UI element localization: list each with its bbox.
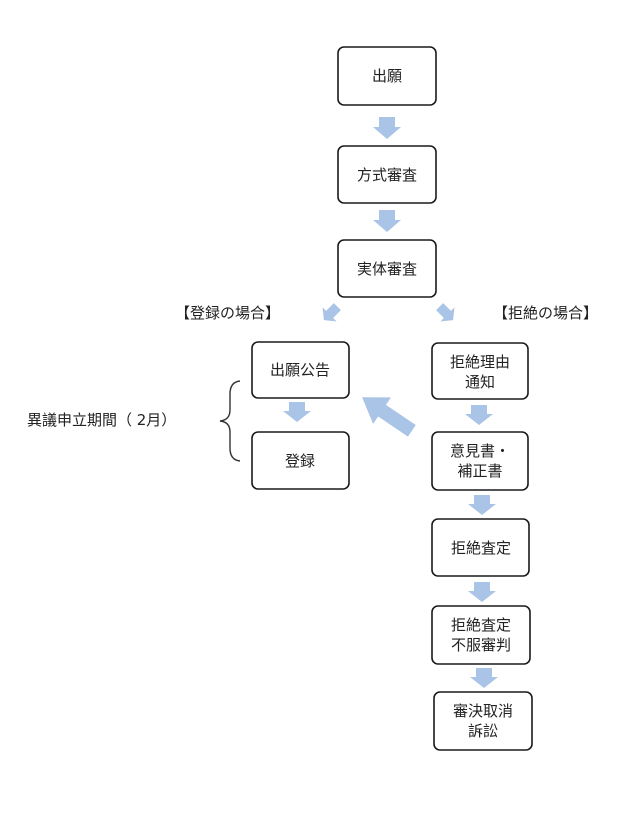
node-refusal-decision: 拒絶査定 — [431, 518, 530, 577]
arrow-down-icon — [468, 495, 496, 515]
label-refusal-case: 【拒絶の場合】 — [493, 304, 598, 322]
node-appeal: 拒絶査定 不服審判 — [431, 605, 531, 665]
node-formal-exam: 方式審査 — [337, 145, 437, 204]
node-registration-label: 登録 — [285, 452, 315, 470]
label-registration-case: 【登録の場合】 — [175, 304, 280, 322]
node-lawsuit: 審決取消 訴訟 — [433, 691, 533, 751]
node-appeal-line1: 拒絶査定 — [451, 616, 511, 634]
arrow-down-left-icon — [322, 303, 341, 322]
node-lawsuit-line1: 審決取消 — [453, 702, 513, 720]
arrow-down-icon — [373, 117, 401, 139]
arrow-down-icon — [283, 402, 311, 422]
node-refusal-decision-label: 拒絶査定 — [451, 539, 511, 557]
node-refusal-notice-line1: 拒絶理由 — [450, 353, 510, 371]
node-opinion-amendment-line1: 意見書・ — [450, 442, 510, 460]
curly-brace-icon — [219, 380, 241, 462]
arrow-down-icon — [468, 582, 496, 602]
node-substantive-exam: 実体審査 — [337, 239, 437, 298]
flow-arrows — [283, 117, 498, 688]
arrow-down-icon — [470, 668, 498, 688]
node-refusal-notice-line2: 通知 — [465, 373, 495, 391]
node-opinion-amendment-line2: 補正書 — [457, 462, 502, 480]
node-publication-label: 出願公告 — [270, 361, 330, 379]
label-opposition-period: 異議申立期間（ 2月） — [27, 411, 176, 429]
node-refusal-notice: 拒絶理由 通知 — [431, 342, 529, 400]
node-substantive-exam-label: 実体審査 — [357, 260, 417, 278]
node-formal-exam-label: 方式審査 — [357, 166, 417, 184]
arrow-down-icon — [373, 210, 401, 232]
node-lawsuit-line2: 訴訟 — [468, 722, 498, 740]
node-registration: 登録 — [251, 431, 350, 490]
node-application-label: 出願 — [372, 67, 402, 85]
node-appeal-line2: 不服審判 — [451, 636, 511, 654]
node-application: 出願 — [337, 46, 437, 106]
arrow-up-left-icon — [362, 397, 416, 437]
arrow-down-icon — [465, 405, 493, 425]
node-publication: 出願公告 — [251, 341, 350, 399]
node-opinion-amendment: 意見書・ 補正書 — [431, 431, 529, 491]
arrow-down-right-icon — [436, 303, 455, 322]
